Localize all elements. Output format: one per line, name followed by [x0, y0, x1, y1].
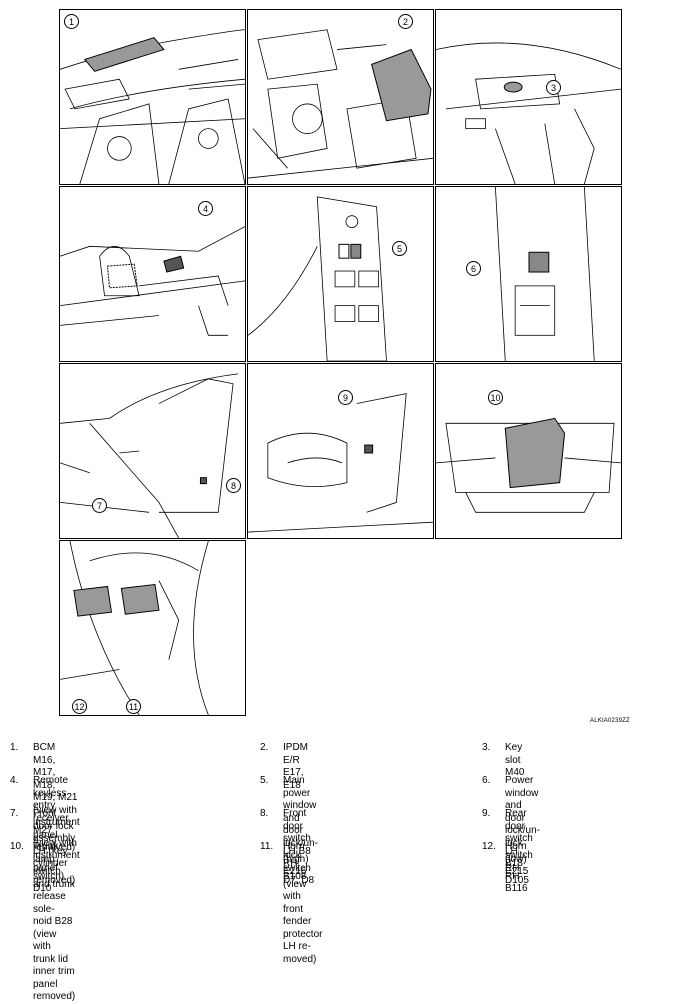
bcm-illustration — [60, 29, 245, 184]
callout-10: 10 — [488, 390, 503, 405]
legend-number: 2. — [260, 742, 269, 753]
legend-text: Trunk lamp switch and trunk release sole… — [33, 841, 76, 1002]
panel-horns: 12 11 — [59, 540, 246, 716]
rh-switch-illustration — [494, 187, 595, 361]
legend-text: Remote keyless entry receiver M27 (view … — [33, 775, 80, 886]
panel-rh-power-window-switch: 6 — [435, 186, 622, 362]
legend-text: Key slot M40 — [505, 742, 525, 778]
trunk-lamp-switch-illustration — [436, 417, 621, 513]
panel-main-power-window-switch: 5 — [247, 186, 434, 362]
legend-number: 10. — [10, 841, 24, 852]
key-slot-illustration — [436, 42, 621, 184]
legend-text: Horn (high) E216 (view with front fender… — [283, 841, 323, 965]
legend-text: IPDM E/R E17, E18 — [283, 742, 308, 791]
main-switch-illustration — [248, 196, 387, 361]
panel-rear-door-switch: 9 — [247, 363, 434, 539]
panel-ipdm: 2 — [247, 9, 434, 185]
callout-4: 4 — [198, 201, 213, 216]
legend-number: 7. — [10, 808, 19, 819]
callout-8: 8 — [226, 478, 241, 493]
legend-text: Power window and door lock/un- lock swit… — [505, 775, 541, 886]
legend-number: 9. — [482, 808, 491, 819]
legend-number: 5. — [260, 775, 269, 786]
legend-number: 12. — [482, 841, 496, 852]
callout-11: 11 — [126, 699, 141, 714]
figure-code: ALKIA0239ZZ — [590, 718, 630, 724]
legend-number: 6. — [482, 775, 491, 786]
legend-number: 3. — [482, 742, 491, 753]
keyless-receiver-illustration — [60, 226, 245, 336]
callout-2: 2 — [398, 14, 413, 29]
legend-text: BCM M16, M17, M18, M19, M21 (view with i… — [33, 742, 80, 853]
callout-9: 9 — [338, 390, 353, 405]
horns-illustration — [60, 541, 209, 715]
legend-number: 4. — [10, 775, 19, 786]
front-door-lock-illustration — [60, 373, 239, 538]
legend-text: Front door switch LH B8 RH B108 — [283, 808, 311, 882]
rear-door-switch-illustration — [248, 393, 433, 533]
callout-1: 1 — [64, 14, 79, 29]
callout-12: 12 — [72, 699, 87, 714]
ipdm-illustration — [248, 29, 433, 179]
panel-bcm: 1 — [59, 9, 246, 185]
callout-5: 5 — [392, 241, 407, 256]
panel-trunk-lamp-switch: 10 — [435, 363, 622, 539]
legend-number: 1. — [10, 742, 19, 753]
legend-number: 11. — [260, 841, 274, 852]
legend-text: Main power window and door lock/un- lock… — [283, 775, 319, 886]
legend-text: Horn (low) E215 — [505, 841, 529, 877]
panel-keyless-receiver: 4 — [59, 186, 246, 362]
callout-7: 7 — [92, 498, 107, 513]
callout-6: 6 — [466, 261, 481, 276]
callout-3: 3 — [546, 80, 561, 95]
panel-front-door-lock: 7 8 — [59, 363, 246, 539]
panel-key-slot: 3 — [435, 9, 622, 185]
legend-number: 8. — [260, 808, 269, 819]
